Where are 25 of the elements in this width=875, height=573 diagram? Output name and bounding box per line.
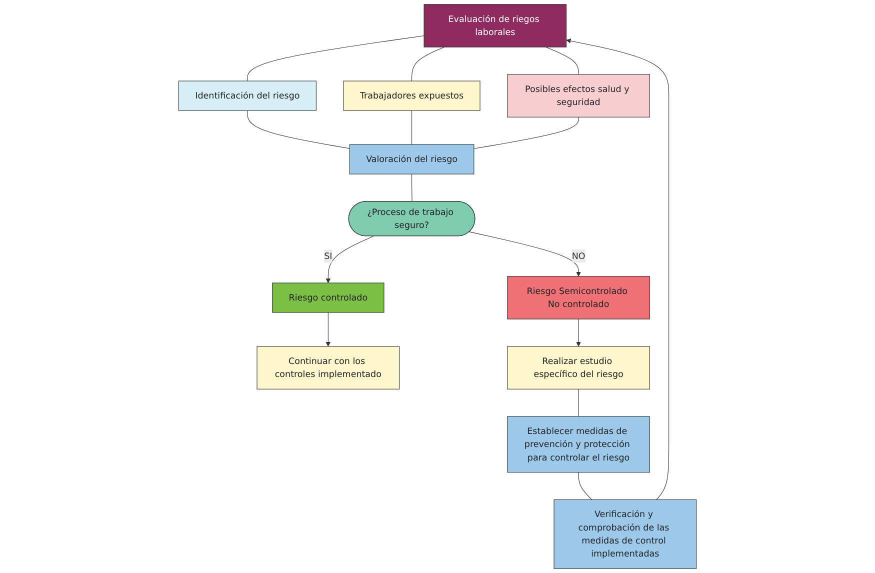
node-box: Verificación y comprobación de las medidas de control implementadas bbox=[554, 499, 697, 569]
connector bbox=[546, 46, 579, 75]
edge-label: SI bbox=[324, 250, 332, 262]
connector bbox=[412, 46, 445, 82]
node-box: Evaluación de riegos laborales bbox=[424, 4, 567, 48]
connector bbox=[474, 116, 579, 149]
arrow bbox=[576, 318, 581, 347]
arrow bbox=[326, 312, 331, 347]
connector bbox=[578, 388, 579, 417]
connector bbox=[247, 36, 424, 82]
arrow bbox=[469, 232, 581, 277]
node-box: Realizar estudio específico del riesgo bbox=[507, 346, 650, 390]
node-box: Valoración del riesgo bbox=[349, 144, 474, 174]
node-box: Establecer medidas de prevención y protección para controlar el riesgo bbox=[507, 416, 650, 473]
arrow bbox=[326, 236, 374, 284]
connector bbox=[578, 472, 592, 500]
node-box: Riesgo Semicontrolado No controlado bbox=[507, 276, 650, 320]
node-box: Trabajadores expuestos bbox=[343, 80, 480, 111]
node-box: Posibles efectos salud y seguridad bbox=[507, 74, 650, 118]
connector bbox=[247, 110, 350, 149]
edge-label: NO bbox=[572, 250, 586, 262]
node-box: Identificación del riesgo bbox=[178, 80, 316, 111]
node-box: Riesgo controlado bbox=[272, 282, 384, 313]
arrow bbox=[566, 38, 670, 500]
node-box: Continuar con los controles implementado bbox=[256, 346, 400, 390]
